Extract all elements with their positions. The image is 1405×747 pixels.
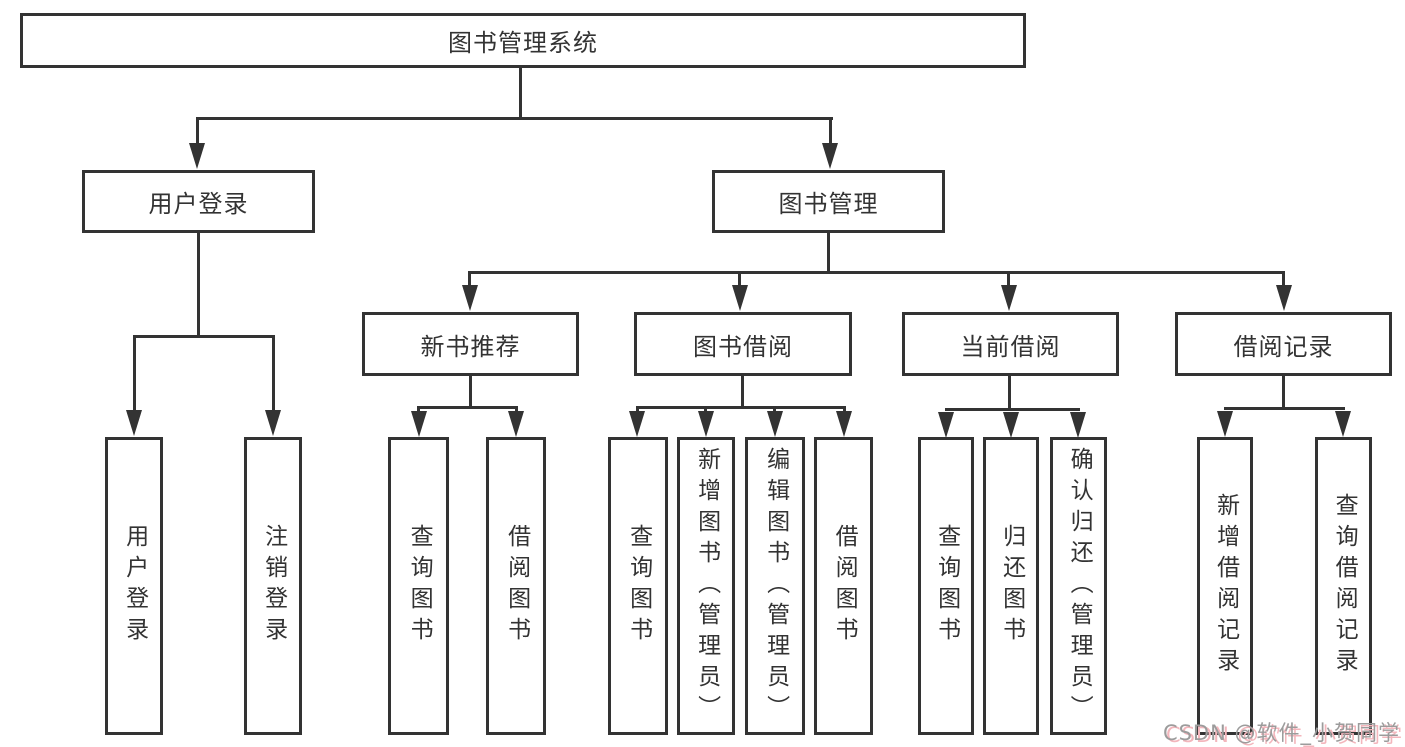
arrow-down-icon — [629, 411, 645, 437]
arrow-down-icon — [1335, 411, 1351, 437]
arrow-down-icon — [698, 411, 714, 437]
node-logout-action: 注销登录 — [244, 437, 302, 735]
connector-line — [197, 233, 200, 335]
node-borrowing-records: 借阅记录 — [1175, 312, 1392, 376]
node-return-books-label: 归还图书 — [998, 524, 1025, 648]
node-query-borrow-record: 查询借阅记录 — [1315, 437, 1372, 735]
arrow-down-icon — [767, 411, 783, 437]
arrow-down-icon — [938, 412, 954, 438]
connector-line — [133, 335, 275, 338]
node-add-books-admin: 新增图书（管理员） — [677, 437, 735, 735]
connector-line — [738, 271, 741, 287]
node-query-books-current: 查询图书 — [918, 437, 974, 735]
connector-line — [945, 408, 1080, 411]
connector-line — [843, 406, 846, 414]
node-user-login-label: 用户登录 — [148, 190, 249, 218]
arrow-down-icon — [836, 411, 852, 437]
connector-line — [468, 271, 471, 287]
node-query-borrow-record-label: 查询借阅记录 — [1331, 493, 1358, 679]
node-book-borrowing-label: 图书借阅 — [693, 332, 793, 361]
connector-line — [272, 335, 275, 411]
arrow-down-icon — [1070, 412, 1086, 438]
connector-line — [196, 117, 199, 145]
connector-line — [469, 376, 472, 408]
connector-line — [417, 406, 420, 414]
node-query-books-borrowing: 查询图书 — [608, 437, 668, 735]
node-borrow-books-borrowing: 借阅图书 — [814, 437, 873, 735]
node-user-login-action-label: 用户登录 — [121, 524, 148, 648]
connector-line — [741, 376, 744, 408]
node-borrow-books-borrowing-label: 借阅图书 — [831, 524, 858, 648]
connector-line — [636, 406, 846, 409]
arrow-down-icon — [462, 285, 478, 311]
arrow-down-icon — [126, 410, 142, 436]
arrow-down-icon — [1003, 412, 1019, 438]
csdn-watermark: CSDN @软件_小贺同学 — [1162, 721, 1400, 745]
node-user-login-action: 用户登录 — [105, 437, 163, 735]
arrow-down-icon — [1001, 285, 1017, 311]
connector-line — [1282, 376, 1285, 409]
node-logout-action-label: 注销登录 — [260, 524, 287, 648]
arrow-down-icon — [411, 411, 427, 437]
node-library-system: 图书管理系统 — [20, 13, 1026, 68]
connector-line — [773, 406, 776, 414]
connector-line — [515, 406, 518, 414]
node-user-login: 用户登录 — [82, 170, 315, 233]
connector-line — [519, 68, 522, 118]
node-borrowing-records-label: 借阅记录 — [1233, 332, 1334, 361]
node-query-books-borrowing-label: 查询图书 — [625, 524, 652, 648]
node-edit-books-admin: 编辑图书（管理员） — [745, 437, 805, 735]
node-borrow-books-recommend-label: 借阅图书 — [503, 524, 530, 648]
connector-line — [1224, 407, 1345, 410]
connector-line — [704, 406, 707, 414]
connector-line — [468, 271, 1285, 274]
node-add-borrow-record-label: 新增借阅记录 — [1212, 493, 1239, 679]
node-query-books-recommend: 查询图书 — [388, 437, 449, 735]
node-confirm-return-admin-label: 确认归还（管理员） — [1066, 446, 1093, 726]
node-add-books-admin-label: 新增图书（管理员） — [693, 446, 720, 726]
connector-line — [133, 335, 136, 411]
node-current-borrowing: 当前借阅 — [902, 312, 1119, 376]
arrow-down-icon — [1217, 411, 1233, 437]
node-query-books-current-label: 查询图书 — [933, 524, 960, 648]
node-return-books: 归还图书 — [983, 437, 1039, 735]
node-book-borrowing: 图书借阅 — [634, 312, 852, 376]
node-add-borrow-record: 新增借阅记录 — [1197, 437, 1253, 735]
connector-line — [417, 406, 518, 409]
connector-line — [829, 117, 832, 145]
connector-line — [1282, 271, 1285, 287]
arrow-down-icon — [1276, 285, 1292, 311]
node-book-management-label: 图书管理 — [778, 190, 879, 218]
connector-line — [1007, 271, 1010, 287]
node-new-book-recommend-label: 新书推荐 — [420, 332, 521, 361]
node-library-system-label: 图书管理系统 — [448, 29, 598, 57]
node-new-book-recommend: 新书推荐 — [362, 312, 579, 376]
arrow-down-icon — [822, 143, 838, 169]
connector-line — [196, 117, 833, 120]
node-borrow-books-recommend: 借阅图书 — [486, 437, 546, 735]
connector-line — [636, 406, 639, 414]
node-edit-books-admin-label: 编辑图书（管理员） — [762, 446, 789, 726]
connector-line — [1008, 376, 1011, 410]
arrow-down-icon — [265, 410, 281, 436]
arrow-down-icon — [732, 285, 748, 311]
connector-line — [827, 233, 830, 273]
arrow-down-icon — [508, 411, 524, 437]
node-confirm-return-admin: 确认归还（管理员） — [1050, 437, 1107, 735]
node-current-borrowing-label: 当前借阅 — [960, 332, 1061, 361]
arrow-down-icon — [189, 143, 205, 169]
node-book-management: 图书管理 — [712, 170, 945, 233]
node-query-books-recommend-label: 查询图书 — [406, 524, 433, 648]
